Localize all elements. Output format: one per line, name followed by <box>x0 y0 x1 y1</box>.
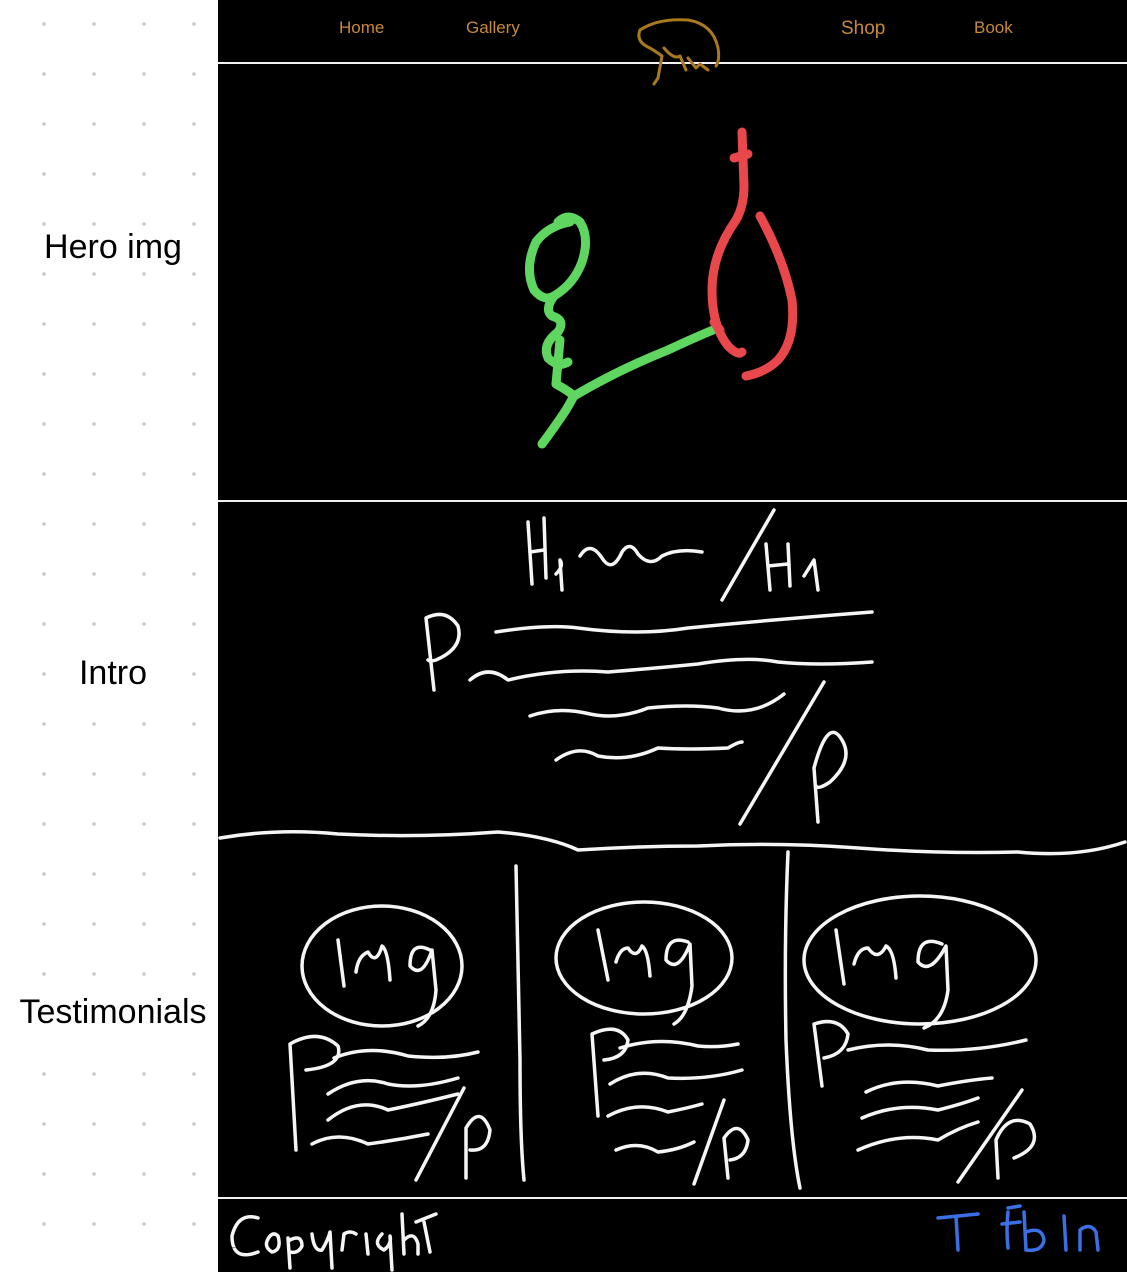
nav-link-gallery[interactable]: Gallery <box>466 18 520 37</box>
testimonial-img-3-icon <box>802 894 1038 1026</box>
footer-divider <box>218 1197 1127 1199</box>
nav-bar: Home Gallery Shop Book <box>218 0 1127 62</box>
footer-copyright <box>230 1212 438 1272</box>
nav-link-home[interactable]: Home <box>339 18 385 37</box>
nav-link-book[interactable]: Book <box>974 18 1013 37</box>
hero-section-label: Hero img <box>42 228 184 266</box>
testimonial-divider-1 <box>514 864 526 1182</box>
nav-divider <box>218 62 1127 64</box>
nav-link-shop[interactable]: Shop <box>841 18 886 39</box>
footer-copyright-text: Copyright <box>230 1246 239 1249</box>
hero-sketch-illustration <box>525 127 798 449</box>
intro-section-label: Intro <box>76 654 150 692</box>
red-bag-icon <box>707 127 798 381</box>
green-figure-icon <box>525 212 723 449</box>
social-twitter-icon[interactable] <box>936 1212 980 1252</box>
testimonials-section-label: Testimonials <box>17 993 209 1031</box>
social-facebook-icon[interactable] <box>1000 1204 1046 1253</box>
testimonial-divider-2 <box>783 850 802 1190</box>
testimonial-img-2-icon <box>554 900 734 1016</box>
dotted-notebook-margin <box>0 0 218 1272</box>
testimonial-card-2 <box>554 900 750 1186</box>
hero-divider <box>218 500 1127 502</box>
intro-divider <box>218 830 1127 856</box>
intro-paragraph-scribble <box>424 610 874 826</box>
social-linkedin-icon[interactable] <box>1062 1214 1100 1252</box>
wireframe-canvas: Home Gallery Shop Book <box>218 0 1127 1272</box>
testimonial-card-3 <box>802 894 1038 1184</box>
testimonial-img-1-icon <box>300 904 464 1028</box>
testimonial-card-1 <box>288 904 492 1182</box>
bear-logo-icon[interactable] <box>637 18 721 86</box>
intro-heading-scribble <box>526 508 820 602</box>
